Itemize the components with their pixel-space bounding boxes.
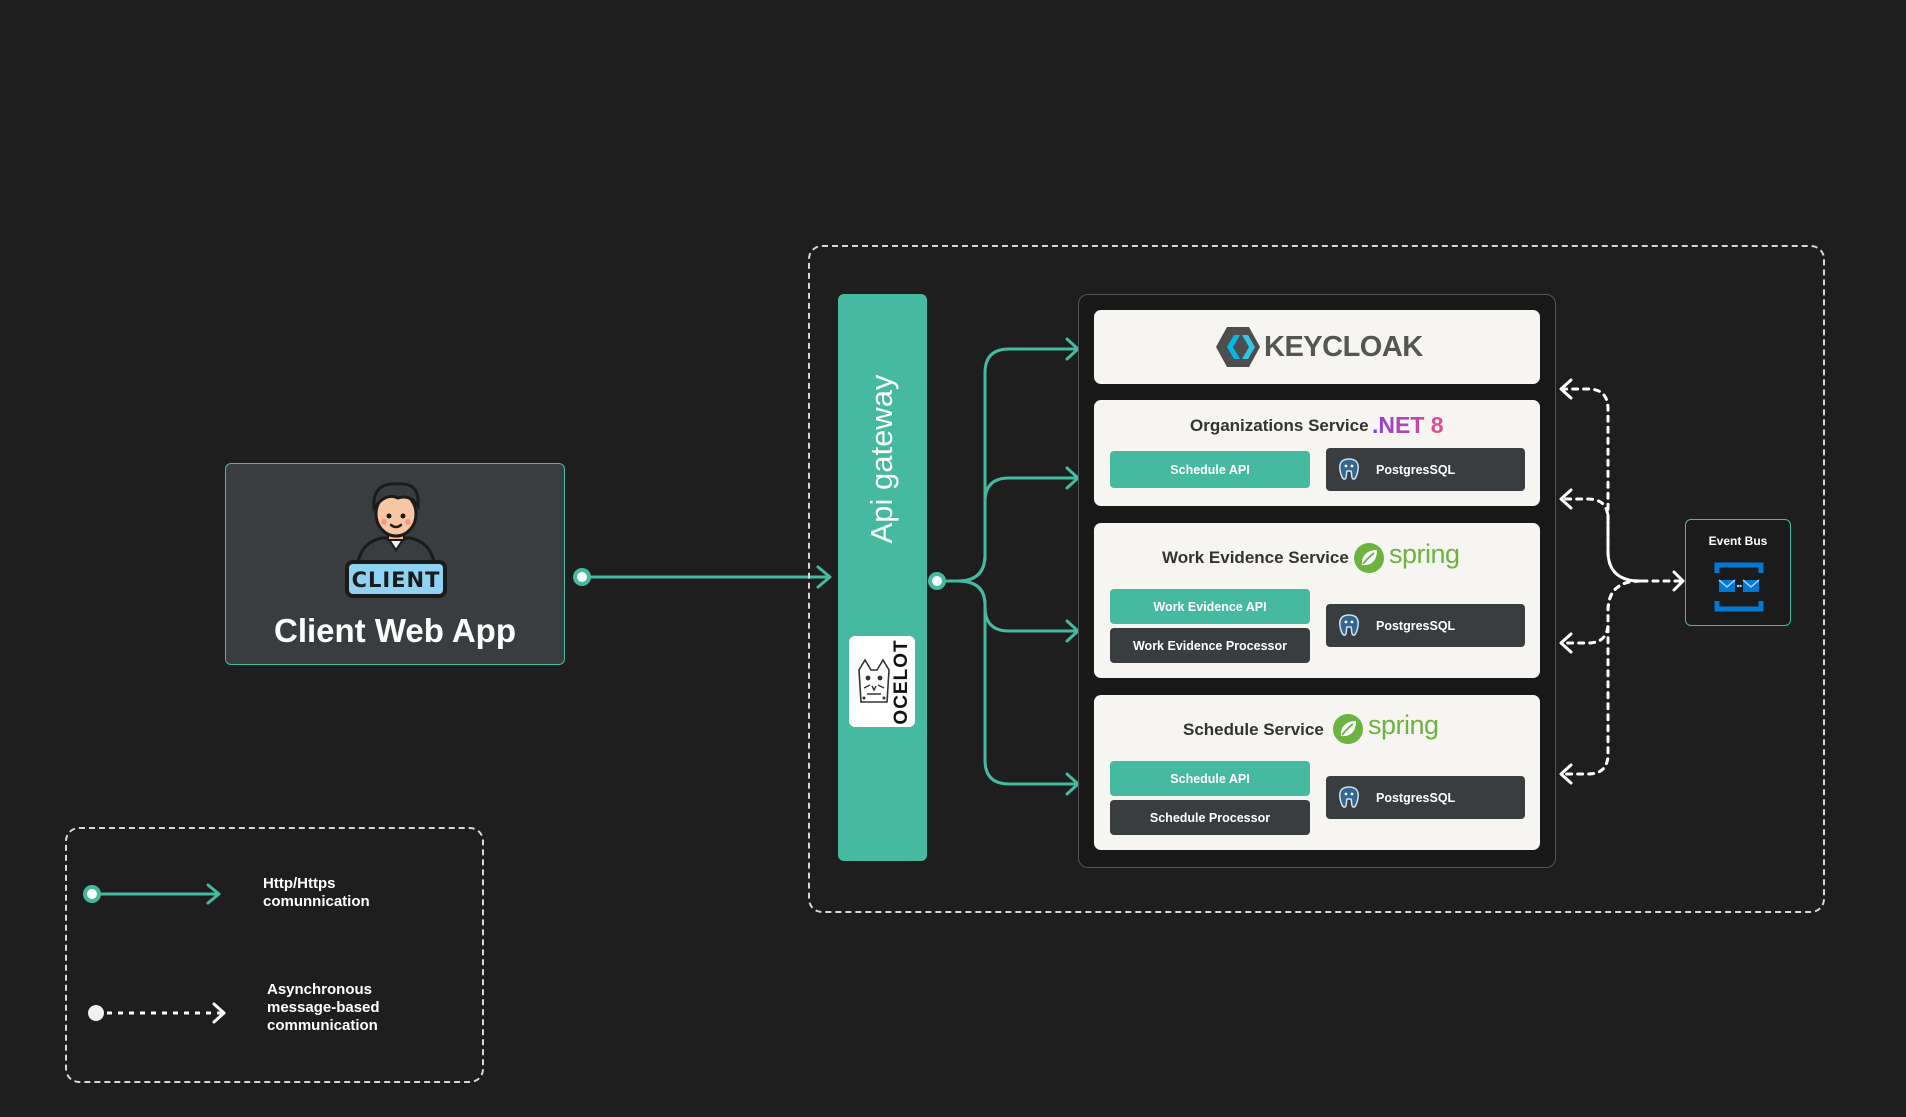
legend-async-label: Asynchronous message-based communication: [267, 981, 380, 1034]
legend-async-symbol: [88, 1002, 226, 1024]
spring-logo-text: spring: [1389, 539, 1460, 569]
gateway-label: Api gateway: [864, 374, 899, 544]
database-postgresql[interactable]: PostgresSQL: [1326, 604, 1525, 647]
postgresql-icon: [1339, 785, 1359, 808]
async-arrows-eventbus-services: [1562, 387, 1682, 776]
keycloak-label: KEYCLOAK: [1264, 331, 1423, 363]
module-work-evidence-api[interactable]: Work Evidence API: [1110, 589, 1310, 624]
async-arrowheads: [1559, 378, 1685, 785]
client-title: Client Web App: [274, 612, 516, 649]
service-title: Work Evidence Service: [1162, 548, 1349, 567]
database-label: PostgresSQL: [1376, 618, 1456, 633]
client-avatar-icon: CLIENT: [345, 482, 447, 598]
http-arrow-client-gateway: [573, 565, 832, 589]
service-title: Schedule Service: [1183, 720, 1324, 739]
module-schedule-api[interactable]: Schedule API: [1110, 761, 1310, 796]
service-title: Organizations Service: [1190, 416, 1369, 435]
schedule-service-card[interactable]: Schedule Service spring Schedule API Sch…: [1094, 695, 1540, 850]
legend-http-label: Http/Https comunnication: [263, 875, 370, 910]
dotnet-logo: .NET 8: [1372, 412, 1444, 438]
event-bus-label: Event Bus: [1708, 534, 1768, 548]
postgresql-icon: [1339, 613, 1359, 636]
client-badge-text: CLIENT: [352, 568, 441, 592]
module-schedule-api[interactable]: Schedule API: [1110, 451, 1310, 488]
legend-http-symbol: [83, 883, 221, 905]
ocelot-label: OCELOT: [891, 639, 912, 725]
gateway-out-dot: [928, 572, 946, 590]
event-bus-icon: [1714, 562, 1764, 612]
keycloak-card[interactable]: KEYCLOAK: [1094, 310, 1540, 384]
database-postgresql[interactable]: PostgresSQL: [1326, 776, 1525, 819]
database-label: PostgresSQL: [1376, 790, 1456, 805]
ocelot-cat-icon: [858, 658, 890, 703]
legend-box: [65, 827, 484, 1083]
work-evidence-service-card[interactable]: Work Evidence Service spring Work Eviden…: [1094, 523, 1540, 678]
spring-logo-text: spring: [1368, 710, 1439, 740]
event-bus-card[interactable]: Event Bus: [1685, 519, 1791, 626]
client-web-app-card[interactable]: CLIENT Client Web App: [225, 463, 565, 665]
system-boundary: [808, 245, 1825, 913]
database-postgresql[interactable]: PostgresSQL: [1326, 448, 1525, 491]
ocelot-logo-icon: OCELOT: [849, 636, 915, 727]
api-gateway[interactable]: Api gateway OCELOT: [838, 294, 927, 861]
module-work-evidence-processor[interactable]: Work Evidence Processor: [1110, 628, 1310, 663]
organizations-service-card[interactable]: Organizations Service .NET 8 Schedule AP…: [1094, 400, 1540, 506]
spring-leaf-icon: [1354, 543, 1384, 573]
database-label: PostgresSQL: [1376, 462, 1456, 477]
spring-leaf-icon: [1333, 714, 1363, 744]
module-schedule-processor[interactable]: Schedule Processor: [1110, 800, 1310, 835]
postgresql-icon: [1339, 457, 1359, 480]
keycloak-logo-icon: [1216, 327, 1260, 367]
